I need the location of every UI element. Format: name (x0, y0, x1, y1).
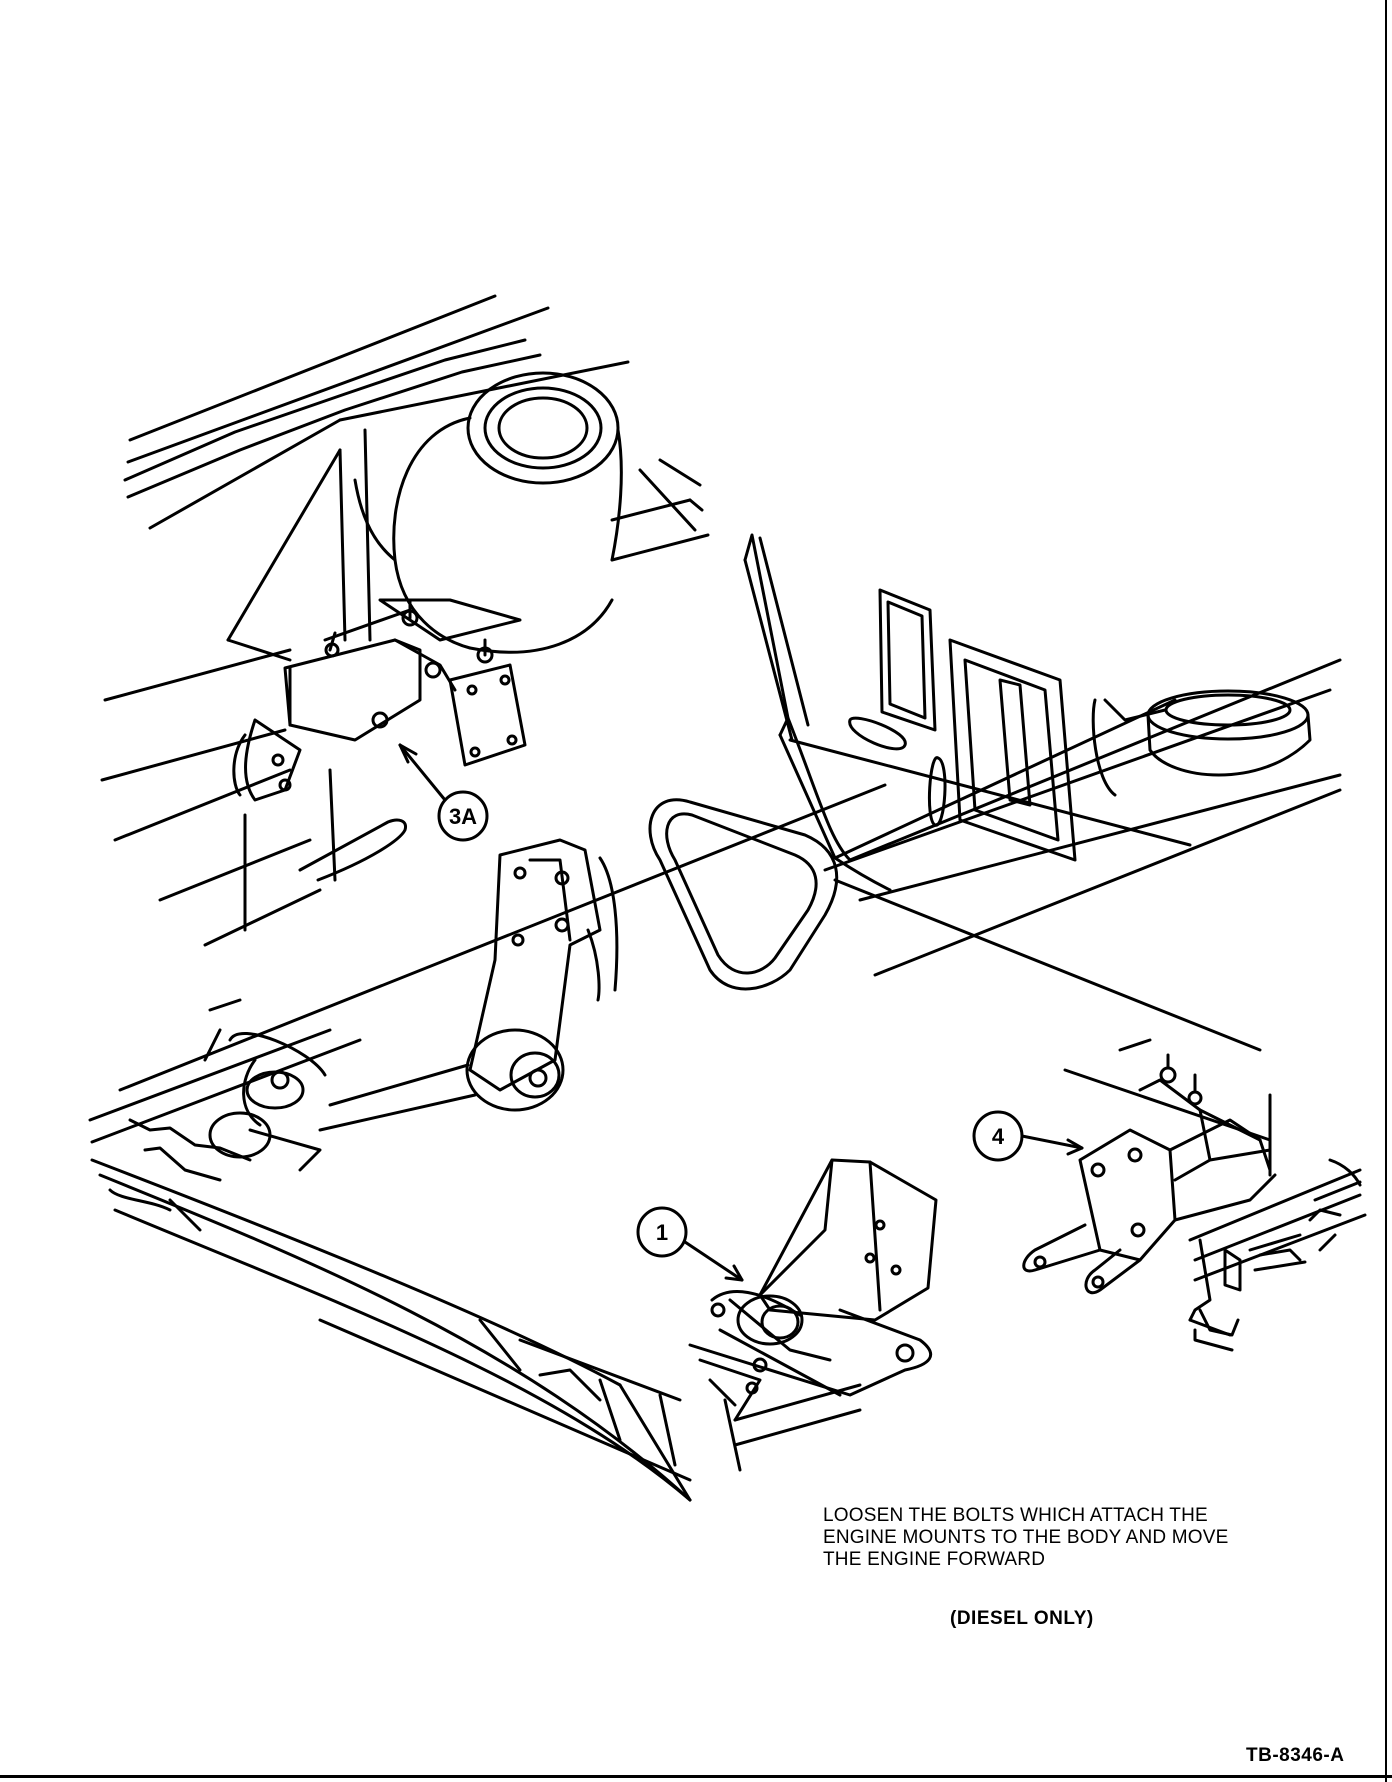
diesel-only-note: (DIESEL ONLY) (950, 1608, 1094, 1629)
caption-line-2: ENGINE MOUNTS TO THE BODY AND MOVE (823, 1527, 1229, 1548)
callout-4-label: 4 (992, 1124, 1005, 1149)
callout-3a: 3A (398, 743, 489, 842)
engine-mount-1 (688, 1158, 938, 1472)
air-cleaner-housing (353, 371, 710, 654)
engine-mount-3a (232, 598, 527, 802)
callout-4: 4 (972, 1110, 1084, 1162)
steering-opening (648, 798, 839, 991)
caption-line-1: LOOSEN THE BOLTS WHICH ATTACH THE (823, 1505, 1208, 1526)
figure-id: TB-8346-A (1246, 1745, 1345, 1766)
firewall-right-side (743, 533, 1342, 1177)
crossmember-bracket (203, 838, 619, 1172)
instruction-caption: LOOSEN THE BOLTS WHICH ATTACH THE ENGINE… (823, 1505, 1303, 1571)
callout-1: 1 (636, 1206, 744, 1282)
left-fender-wall (100, 428, 408, 947)
cowl-lines (123, 294, 630, 530)
callout-1-label: 1 (656, 1220, 668, 1245)
engine-mount-4 (1022, 1038, 1367, 1352)
page-border-right (1385, 0, 1387, 1782)
page-border-bottom (0, 1775, 1392, 1778)
callout-3a-label: 3A (449, 804, 477, 829)
caption-line-3: THE ENGINE FORWARD (823, 1549, 1046, 1570)
front-frame-rail (88, 783, 887, 1502)
